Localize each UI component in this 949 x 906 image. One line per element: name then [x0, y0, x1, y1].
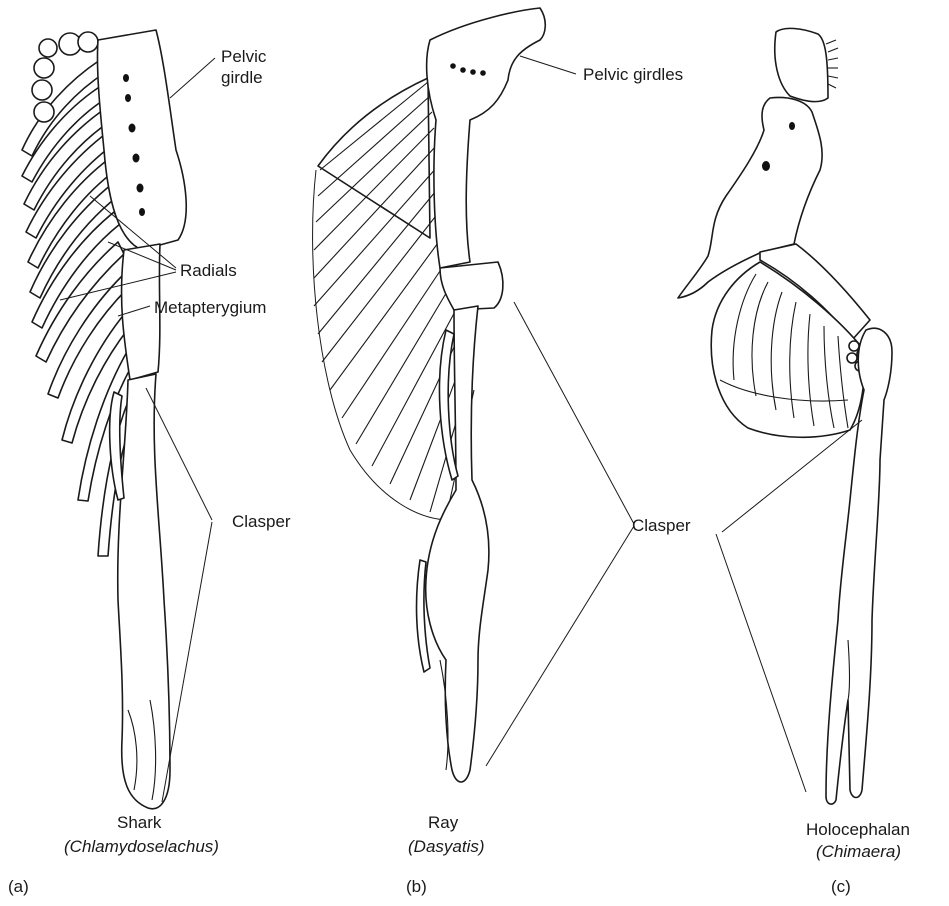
caption-b-common-name: Ray: [428, 813, 459, 832]
label-pelvic-girdle-line1: Pelvic: [221, 47, 267, 66]
caption-a-common-name: Shark: [117, 813, 162, 832]
label-radials: Radials: [180, 261, 237, 280]
label-clasper-c: Clasper: [632, 516, 691, 535]
caption-b-genus: (Dasyatis): [408, 837, 485, 856]
label-clasper-a: Clasper: [232, 512, 291, 531]
label-metapterygium: Metapterygium: [154, 298, 266, 317]
holocephalan-girdle-foramen-2: [762, 161, 770, 171]
caption-a-letter: (a): [8, 877, 29, 896]
shark-clasper: [118, 374, 170, 809]
ray-metapterygium: [440, 262, 503, 310]
caption-c-genus: (Chimaera): [816, 842, 901, 861]
ray-leader-lines: [486, 56, 634, 766]
ray-drawing: [313, 8, 546, 782]
ray-pelvic-girdle: [427, 8, 546, 268]
label-pelvic-girdle-line2: girdle: [221, 68, 263, 87]
label-pelvic-girdles: Pelvic girdles: [583, 65, 683, 84]
holocephalan-girdle-foramen-1: [789, 122, 795, 130]
caption-c-common-name: Holocephalan: [806, 820, 910, 839]
caption-c-letter: (c): [831, 877, 851, 896]
caption-a-genus: (Chlamydoselachus): [64, 837, 219, 856]
holocephalan-drawing: [678, 28, 892, 804]
caption-b-letter: (b): [406, 877, 427, 896]
holocephalan-tenaculum: [775, 28, 828, 101]
ray-clasper: [426, 306, 489, 782]
